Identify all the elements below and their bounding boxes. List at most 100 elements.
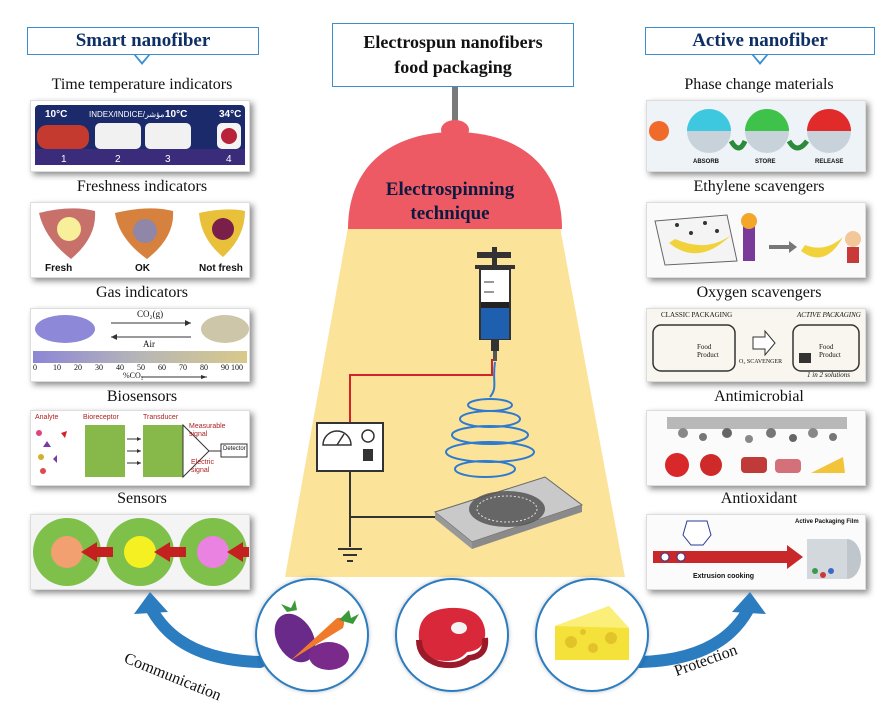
vegetables-icon [274, 600, 359, 670]
cheese-icon [555, 606, 629, 660]
communication-arrow-icon [134, 592, 266, 668]
lamp-text: Electrospinning technique [340, 178, 560, 226]
antimicrobial-graphic [647, 411, 865, 485]
label-time-temperature-indicators: Time temperature indicators [51, 76, 233, 93]
label-oxygen-scavengers: Oxygen scavengers [696, 284, 822, 301]
label-ethylene-scavengers: Ethylene scavengers [693, 178, 825, 195]
smart-header-arrow-icon [133, 54, 151, 65]
lamp-cord [452, 87, 458, 122]
panel-antimicrobial [646, 410, 866, 486]
protection-arrow-icon [634, 592, 766, 668]
ttI-index: INDEX/INDICE/مؤشر [89, 110, 165, 119]
ground-icon [338, 548, 362, 562]
measurable-signal-label: Measurable signal [189, 423, 226, 438]
main-title-box: Electrospun nanofibers food packaging [332, 23, 574, 87]
lamp-text-line2: technique [410, 203, 490, 224]
meat-circle [395, 578, 509, 692]
not-fresh-label: Not fresh [199, 263, 243, 274]
biosensor-graphic [36, 423, 248, 479]
antioxidant-graphic [647, 515, 865, 589]
extrusion-cooking-label: Extrusion cooking [693, 573, 755, 580]
active-packaging-label: ACTIVE PACKAGING [797, 311, 861, 319]
bioreceptor-label: Bioreceptor [83, 414, 119, 421]
electric-signal-label: Electric signal [191, 459, 214, 474]
meat-icon [416, 607, 489, 669]
lamp-text-line1: Electrospinning [385, 179, 515, 200]
pct-co2-label: %CO₂ [123, 371, 144, 380]
scale-tick: 90 [221, 363, 229, 372]
pcm-graphic [647, 101, 865, 171]
transducer-label: Transducer [143, 414, 179, 421]
panel-antioxidant: Active Packaging Film Extrusion cooking [646, 514, 866, 590]
label-antimicrobial: Antimicrobial [714, 388, 804, 405]
panel-gas-indicators: CO₂(g) Air %CO₂ 0 10 20 30 40 50 60 70 8… [30, 308, 250, 382]
solutions-label: 1 in 2 solutions [807, 371, 850, 379]
release-label: RELEASE [815, 159, 844, 165]
label-gas-indicators: Gas indicators [96, 284, 188, 301]
panel-biosensors: Analyte Bioreceptor Transducer Measurabl… [30, 410, 250, 486]
panel-freshness-indicators: Fresh OK Not fresh [30, 202, 250, 278]
oxygen-graphic [647, 309, 865, 381]
main-title-line2: food packaging [394, 57, 512, 77]
vegetables-circle [255, 578, 369, 692]
panel-time-temperature-indicators: 10°C INDEX/INDICE/مؤشر 10°C 34°C 1 2 3 4 [30, 100, 250, 172]
ttI-temp-1: 10°C [45, 109, 68, 120]
power-supply-icon [316, 422, 384, 472]
scale-tick: 100 [231, 363, 243, 372]
panel-phase-change-materials: ABSORB STORE RELEASE [646, 100, 866, 172]
scale-tick: 30 [95, 363, 103, 372]
ok-label: OK [135, 263, 150, 274]
lamp-shade [348, 132, 562, 229]
scale-tick: 50 [137, 363, 145, 372]
ttI-temp-4: 34°C [219, 109, 242, 120]
ttI-num-1: 1 [61, 154, 67, 165]
label-antioxidant: Antioxidant [720, 490, 798, 507]
ethylene-graphic [647, 203, 865, 277]
fresh-label: Fresh [45, 263, 73, 274]
absorb-label: ABSORB [693, 159, 720, 165]
active-nanofiber-header: Active nanofiber [645, 27, 875, 55]
food-product-label-2: Food Product [819, 343, 841, 359]
fiber-spiral [445, 361, 535, 478]
scale-tick: 20 [74, 363, 82, 372]
label-freshness-indicators: Freshness indicators [76, 178, 208, 195]
sensors-graphic [31, 515, 249, 589]
label-biosensors: Biosensors [106, 388, 178, 405]
active-header-arrow-icon [751, 54, 769, 65]
freshness-triangles [39, 208, 245, 259]
ttI-strip [35, 105, 245, 165]
classic-packaging-label: CLASSIC PACKAGING [661, 311, 733, 319]
panel-ethylene-scavengers [646, 202, 866, 278]
smart-nanofiber-header: Smart nanofiber [27, 27, 259, 55]
ttI-num-4: 4 [226, 154, 232, 165]
food-product-label: Food Product [697, 343, 719, 359]
scale-tick: 70 [179, 363, 187, 372]
o2-scavenger-label: O₂ SCAVENGER [739, 359, 783, 365]
scale-tick: 80 [200, 363, 208, 372]
panel-oxygen-scavengers: CLASSIC PACKAGING ACTIVE PACKAGING Food … [646, 308, 866, 382]
active-packaging-film-label: Active Packaging Film [795, 519, 859, 525]
smart-nanofiber-label: Smart nanofiber [75, 30, 211, 51]
store-label: STORE [755, 159, 776, 165]
label-phase-change-materials: Phase change materials [684, 76, 834, 93]
analyte-label: Analyte [35, 414, 59, 421]
gas-indicator-graphic [33, 315, 249, 379]
ttI-num-2: 2 [115, 154, 121, 165]
scale-tick: 0 [33, 363, 37, 372]
scale-tick: 10 [53, 363, 61, 372]
detector-label: Detector [223, 446, 246, 452]
ttI-num-3: 3 [165, 154, 171, 165]
label-sensors: Sensors [117, 490, 167, 507]
ttI-temp-3: 10°C [165, 109, 188, 120]
scale-tick: 40 [116, 363, 124, 372]
air-label: Air [143, 339, 155, 349]
panel-sensors [30, 514, 250, 590]
co2-label: CO₂(g) [137, 309, 164, 319]
main-title-line1: Electrospun nanofibers [363, 32, 543, 52]
syringe-icon [475, 247, 515, 361]
positive-wire [349, 359, 493, 427]
scale-tick: 60 [158, 363, 166, 372]
active-nanofiber-label: Active nanofiber [692, 30, 828, 51]
cheese-circle [535, 578, 649, 692]
electrospinning-apparatus [285, 87, 625, 577]
